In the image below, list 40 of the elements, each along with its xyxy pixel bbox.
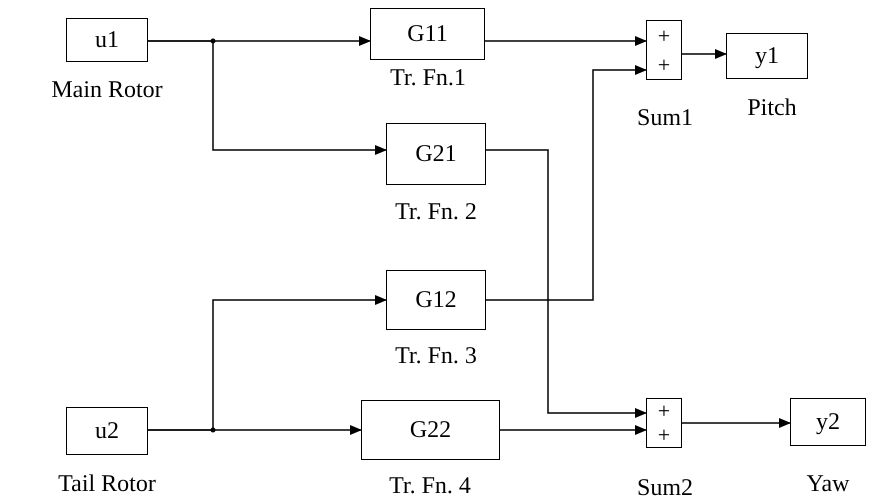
block-caption: Sum2 [637,476,693,500]
block-label: y2 [816,410,840,434]
block-caption: Sum1 [637,106,693,130]
block-label: G12 [415,288,457,312]
sign: + [658,424,670,446]
arrow [148,425,362,435]
block-caption: Tr. Fn. 4 [389,474,471,498]
block [726,33,808,79]
block-label: G11 [407,22,448,46]
block-label: u2 [95,419,119,443]
sign: + [658,24,670,46]
block-label: G22 [410,418,452,442]
block-label: u1 [95,28,119,52]
block [66,18,148,62]
sum-block [646,20,682,80]
block-caption: Tr. Fn.1 [390,66,466,90]
block [361,400,500,460]
arrow [500,425,647,435]
arrow [485,36,647,46]
block-caption: Tail Rotor [58,472,156,496]
block-caption: Main Rotor [51,78,163,102]
sign: + [658,54,670,76]
block-label: y1 [755,44,779,68]
arrow [486,65,647,301]
block [386,123,486,185]
arrow [148,40,387,155]
block [790,398,866,446]
block [370,8,485,60]
block [66,407,148,455]
arrow [682,49,727,59]
block-label: G21 [415,142,457,166]
sign: + [658,400,670,422]
block-caption: Yaw [806,472,850,496]
arrow [682,418,791,428]
block [386,270,486,330]
sum-block [646,398,682,448]
block-caption: Tr. Fn. 3 [395,344,477,368]
block-caption: Tr. Fn. 2 [395,200,477,224]
block-caption: Pitch [747,96,797,120]
arrow [486,149,647,418]
